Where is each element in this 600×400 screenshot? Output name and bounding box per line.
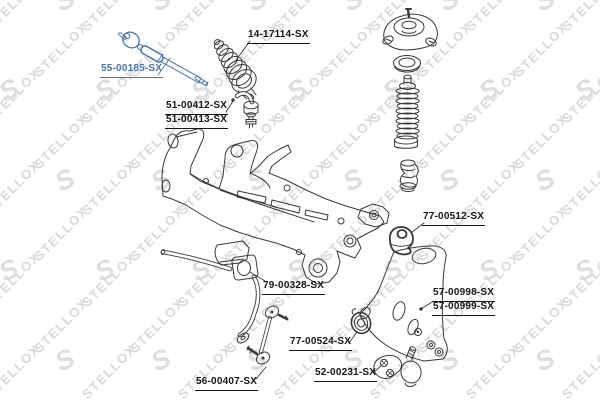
leader-lines bbox=[157, 40, 433, 380]
stabilizer-bar-drawing bbox=[160, 248, 261, 344]
part-label-57-00999: 57-00999-SX bbox=[432, 301, 496, 316]
tie-rod-end-drawing bbox=[234, 91, 259, 129]
strut-mount-drawing bbox=[382, 8, 438, 51]
part-label-51-00413: 51-00413-SX bbox=[165, 114, 229, 129]
part-label-57-00998: 57-00998-SX bbox=[432, 287, 496, 302]
part-label-52-00231: 52-00231-SX bbox=[314, 367, 378, 382]
stabilizer-bushing-drawing bbox=[214, 240, 259, 281]
inner-tie-rod-drawing[interactable] bbox=[118, 29, 209, 87]
control-arm-bushing-drawing bbox=[388, 226, 414, 256]
part-label-14-17114: 14-17114-SX bbox=[247, 29, 310, 44]
ball-joint-drawing bbox=[373, 346, 422, 387]
stabilizer-link-drawing bbox=[246, 305, 289, 365]
steering-rack-boot-drawing bbox=[213, 38, 257, 101]
part-label-55-00185-selected[interactable]: 55-00185-SX bbox=[100, 63, 164, 78]
part-label-79-00328: 79-00328-SX bbox=[262, 280, 326, 295]
strut-bearing-drawing bbox=[393, 55, 421, 73]
control-arm-drawing bbox=[359, 245, 448, 362]
bump-stop-drawing bbox=[399, 159, 419, 192]
strut-dust-boot-drawing bbox=[394, 74, 420, 149]
part-label-77-00524: 77-00524-SX bbox=[289, 336, 353, 351]
part-label-77-00512: 77-00512-SX bbox=[422, 211, 486, 226]
rear-bushing-drawing bbox=[350, 308, 372, 335]
subframe-drawing bbox=[161, 128, 390, 285]
part-label-56-00407: 56-00407-SX bbox=[195, 376, 259, 391]
part-label-51-00412: 51-00412-SX bbox=[165, 100, 229, 115]
